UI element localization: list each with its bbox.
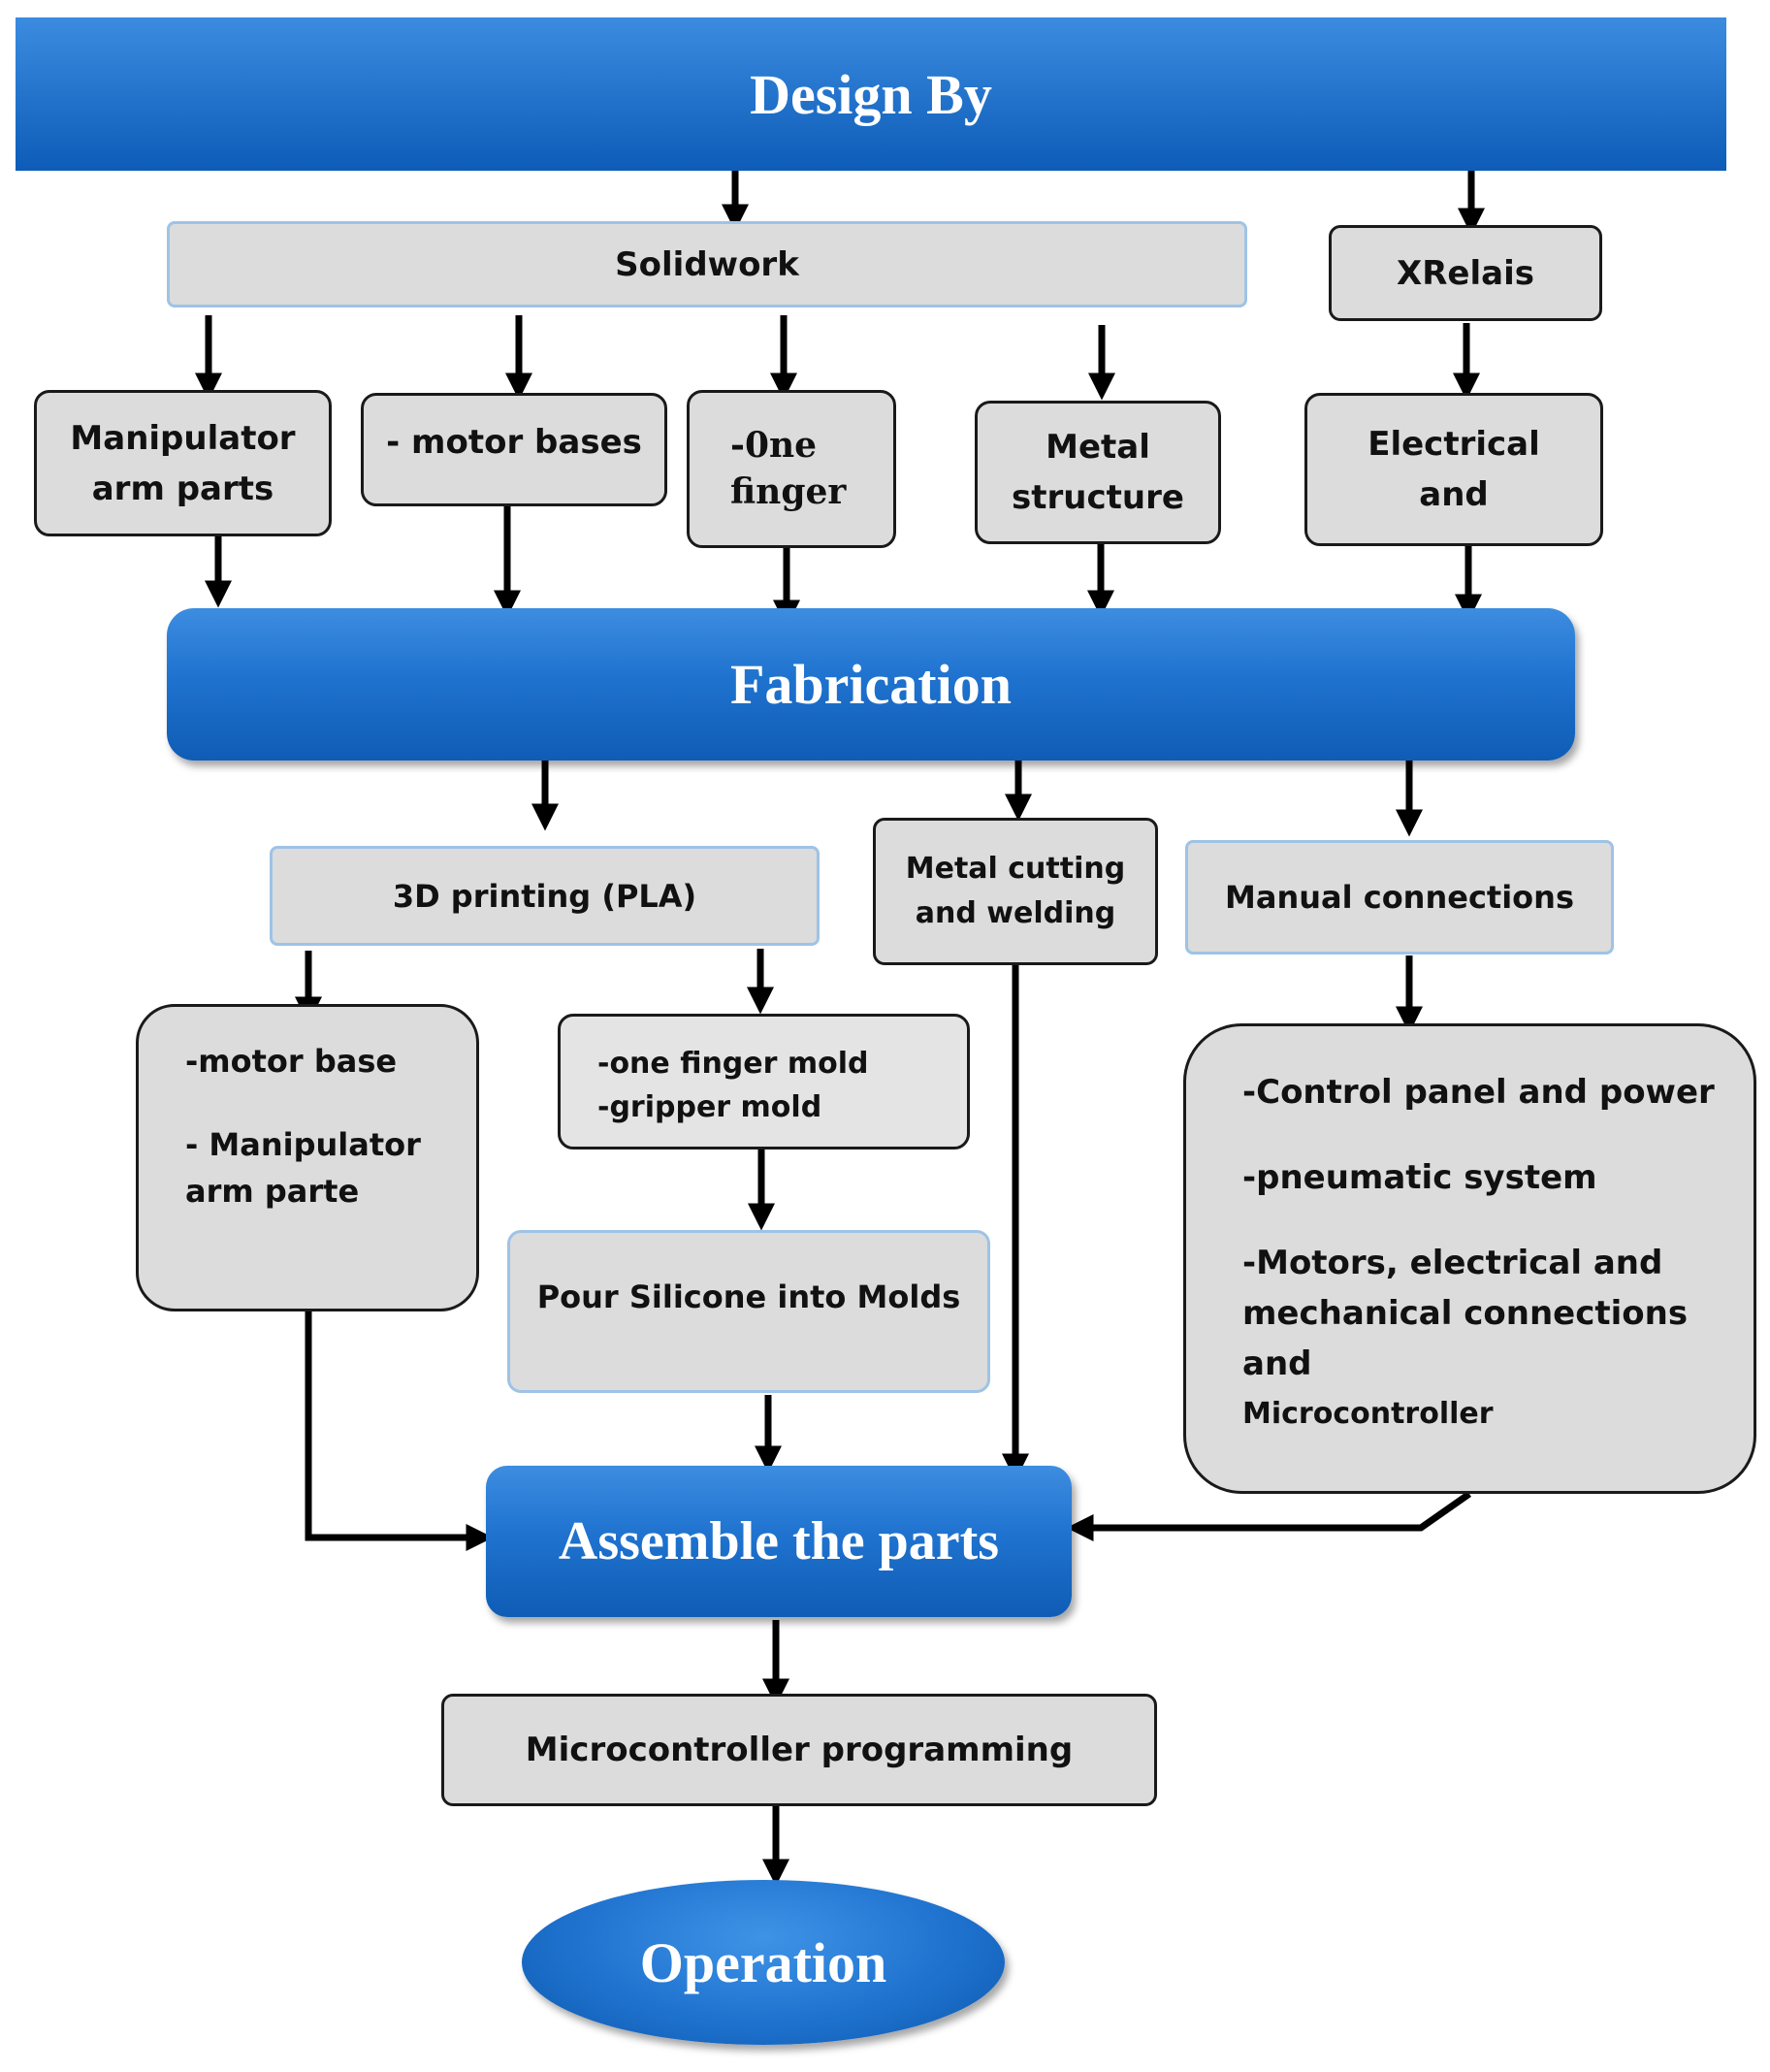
solidwork-box: Solidwork xyxy=(167,221,1247,308)
assemble-label: Assemble the parts xyxy=(558,1511,1000,1571)
printed-motor-base: -motor base xyxy=(185,1043,398,1080)
arrow-manual-assemble xyxy=(1066,1491,1472,1541)
metal-cutting-box: Metal cutting and welding xyxy=(873,818,1158,965)
pour-silicone-box: Pour Silicone into Molds xyxy=(507,1230,990,1393)
motor-bases-label: - motor bases xyxy=(386,423,642,462)
one-finger-box: -0ne finger xyxy=(687,390,896,548)
pneumatic-text: -pneumatic system xyxy=(1242,1158,1597,1197)
one-finger-mold: -one finger mold xyxy=(597,1047,869,1081)
pour-silicone-label: Pour Silicone into Molds xyxy=(536,1279,961,1315)
design-by-banner: Design By xyxy=(16,17,1726,171)
fabrication-banner: Fabrication xyxy=(167,608,1575,761)
motors-text-line1: -Motors, electrical and xyxy=(1242,1244,1663,1282)
printed-parts-box: -motor base - Manipulator arm parte xyxy=(136,1004,479,1311)
manipulator-arm-parts-box: Manipulator arm parts xyxy=(34,390,332,536)
microcontroller-programming-box: Microcontroller programming xyxy=(441,1694,1157,1806)
operation-ellipse: Operation xyxy=(522,1880,1005,2045)
motor-bases-box: - motor bases xyxy=(361,393,667,506)
3d-printing-label: 3D printing (PLA) xyxy=(392,877,697,915)
assemble-banner: Assemble the parts xyxy=(486,1466,1072,1617)
printed-manipulator-line1: - Manipulator xyxy=(185,1126,421,1163)
xrelais-box: XRelais xyxy=(1329,225,1602,321)
3d-printing-box: 3D printing (PLA) xyxy=(270,846,820,946)
gripper-mold: -gripper mold xyxy=(597,1090,822,1124)
solidwork-label: Solidwork xyxy=(615,244,799,284)
manipulator-arm-parts-line2: arm parts xyxy=(91,469,274,508)
xrelais-label: XRelais xyxy=(1397,253,1534,293)
motors-text-line3: Microcontroller xyxy=(1242,1397,1494,1431)
one-finger-line2: finger xyxy=(730,471,847,512)
metal-structure-line1: Metal xyxy=(1046,428,1150,467)
metal-structure-box: Metal structure xyxy=(975,401,1221,544)
metal-cutting-line2: and welding xyxy=(915,896,1116,930)
manual-parts-box: -Control panel and power -pneumatic syst… xyxy=(1183,1023,1756,1494)
operation-label: Operation xyxy=(639,1930,887,1994)
manual-connections-label: Manual connections xyxy=(1225,879,1574,916)
motors-text-line2: mechanical connections and xyxy=(1242,1294,1689,1383)
microcontroller-programming-label: Microcontroller programming xyxy=(525,1731,1074,1769)
control-panel-text: -Control panel and power xyxy=(1242,1073,1715,1112)
electrical-box: Electrical and xyxy=(1304,393,1603,546)
one-finger-line1: -0ne xyxy=(730,425,818,466)
design-by-label: Design By xyxy=(750,62,992,126)
arrow-motorbase-assemble xyxy=(305,1311,494,1551)
metal-structure-line2: structure xyxy=(1012,478,1184,517)
molds-box: -one finger mold -gripper mold xyxy=(558,1014,970,1149)
printed-manipulator-line2: arm parte xyxy=(185,1173,360,1210)
fabrication-label: Fabrication xyxy=(730,653,1012,716)
manipulator-arm-parts-line1: Manipulator xyxy=(70,418,296,458)
electrical-line2: and xyxy=(1419,475,1489,514)
metal-cutting-line1: Metal cutting xyxy=(905,852,1126,886)
manual-connections-box: Manual connections xyxy=(1185,840,1614,955)
electrical-line1: Electrical xyxy=(1368,425,1540,464)
